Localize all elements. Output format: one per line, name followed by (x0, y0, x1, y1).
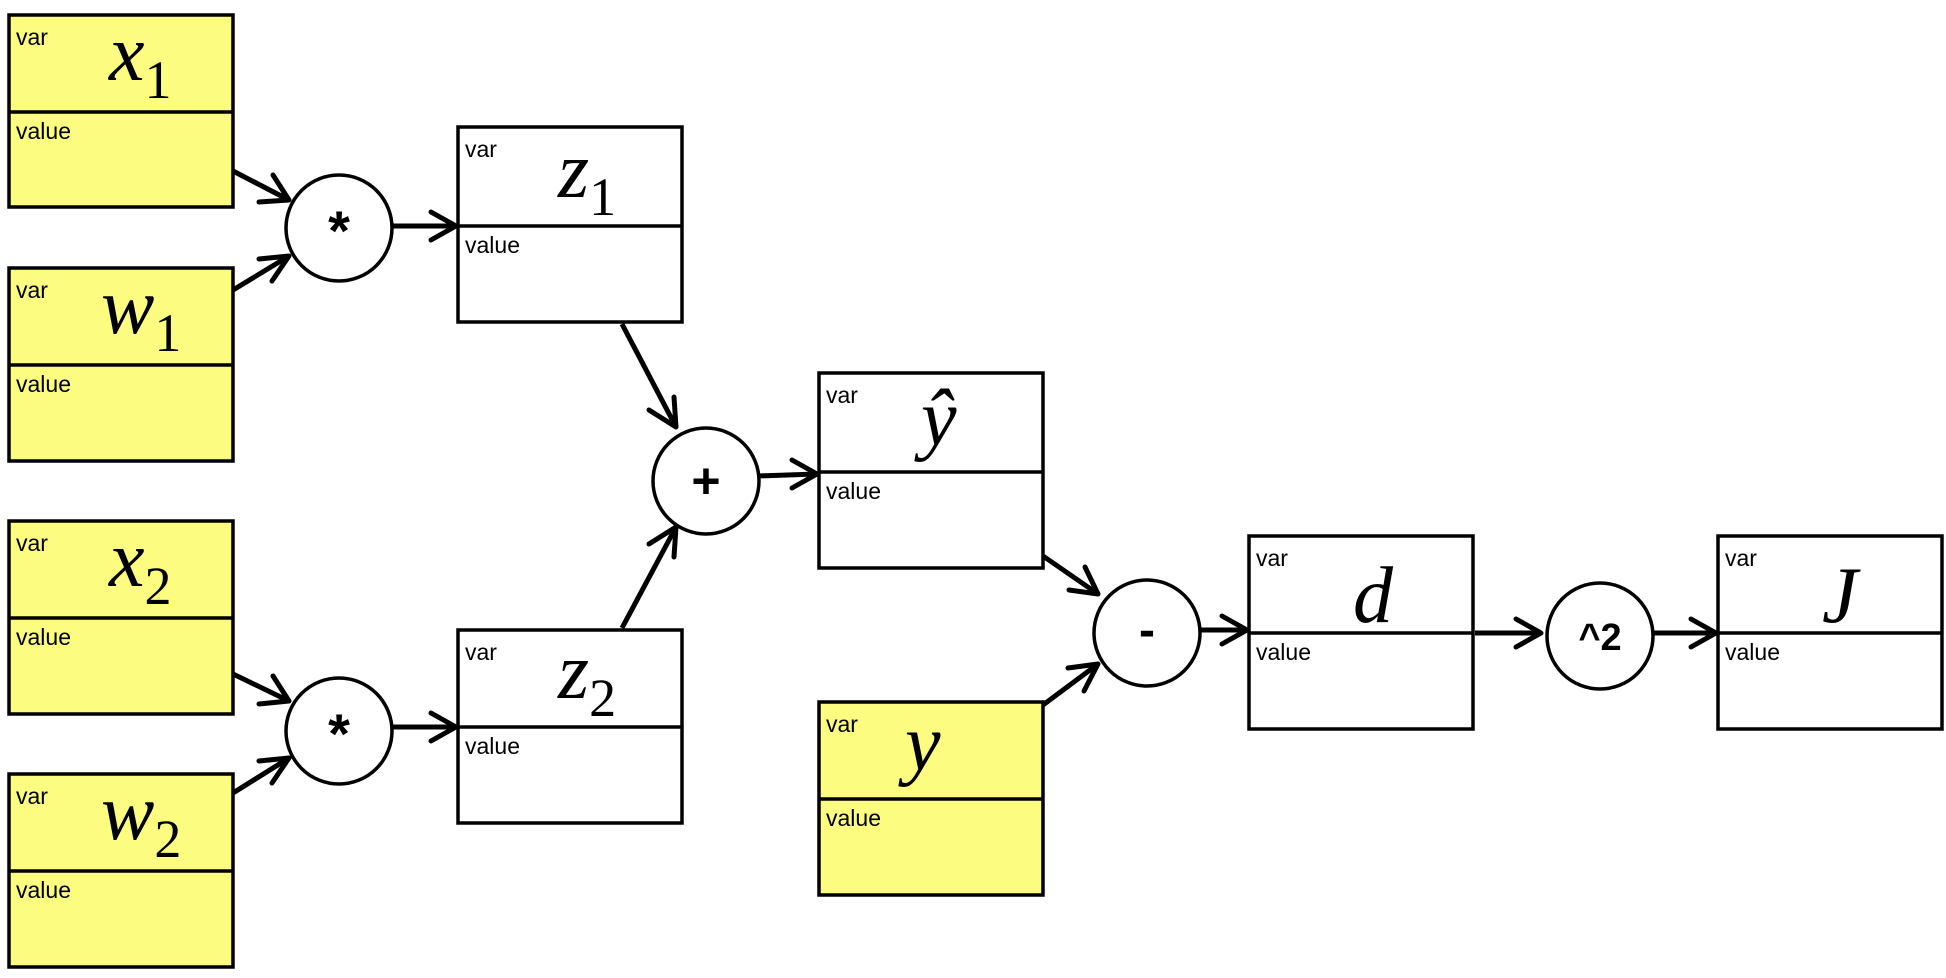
op-sub[interactable]: - (1092, 578, 1202, 688)
var-label: var (826, 382, 858, 408)
var-label: var (16, 783, 48, 809)
edge-y-to-sub (1041, 661, 1101, 708)
edge-d-to-square (1475, 616, 1544, 650)
value-label: value (1725, 639, 1780, 665)
node-symbol: ŷ (914, 375, 957, 463)
node-x2[interactable]: var value x2 (7, 516, 235, 716)
node-symbol: z1 (557, 127, 616, 227)
edge-yhat-to-sub (1041, 553, 1101, 597)
var-label: var (465, 639, 497, 665)
var-label: var (826, 711, 858, 737)
edge-mul2-to-z2 (392, 710, 459, 744)
edge-z2-to-add (619, 524, 679, 630)
multiply-symbol: * (328, 702, 350, 765)
node-symbol: x2 (108, 516, 172, 616)
var-label: var (465, 136, 497, 162)
value-label: value (16, 371, 71, 397)
op-add[interactable]: + (651, 426, 761, 536)
square-symbol: ^2 (1578, 617, 1621, 659)
node-symbol: J (1822, 552, 1861, 640)
node-x1[interactable]: var value x1 (7, 10, 235, 209)
node-w2[interactable]: var value w2 (7, 769, 235, 969)
edge-w2-to-mul2 (231, 755, 292, 796)
value-label: value (826, 805, 881, 831)
var-label: var (16, 24, 48, 50)
op-square[interactable]: ^2 (1545, 581, 1655, 691)
value-label: value (465, 733, 520, 759)
edge-x2-to-mul2 (231, 671, 292, 707)
node-y[interactable]: var value y (817, 700, 1045, 897)
node-J[interactable]: var value J (1716, 534, 1944, 731)
node-w1[interactable]: var value w1 (7, 263, 235, 463)
node-symbol: w1 (101, 263, 181, 363)
edge-x1-to-mul1 (231, 168, 292, 205)
var-label: var (1725, 545, 1757, 571)
multiply-symbol: * (328, 199, 350, 262)
var-label: var (1256, 545, 1288, 571)
edges (231, 168, 1719, 796)
op-mul2[interactable]: * (284, 676, 394, 786)
node-symbol: y (898, 700, 941, 788)
node-symbol: x1 (108, 10, 172, 110)
var-label: var (16, 530, 48, 556)
edge-mul1-to-z1 (392, 209, 459, 243)
edge-square-to-J (1649, 616, 1719, 650)
edge-sub-to-d (1195, 613, 1250, 647)
node-symbol: z2 (557, 628, 616, 728)
value-label: value (826, 478, 881, 504)
edge-z1-to-add (619, 322, 679, 430)
node-z1[interactable]: var value z1 (456, 125, 684, 324)
value-label: value (16, 877, 71, 903)
node-d[interactable]: var value d (1247, 534, 1475, 731)
value-label: value (16, 624, 71, 650)
edge-w1-to-mul1 (231, 253, 292, 293)
var-label: var (16, 277, 48, 303)
op-mul1[interactable]: * (284, 173, 394, 283)
plus-symbol: + (691, 453, 720, 509)
node-yhat[interactable]: var value ŷ (817, 371, 1045, 570)
value-label: value (1256, 639, 1311, 665)
node-z2[interactable]: var value z2 (456, 628, 684, 825)
minus-symbol: - (1139, 604, 1155, 657)
node-symbol: d (1353, 552, 1394, 640)
value-label: value (16, 118, 71, 144)
node-symbol: w2 (101, 769, 181, 869)
edge-add-to-yhat (756, 457, 820, 491)
value-label: value (465, 232, 520, 258)
